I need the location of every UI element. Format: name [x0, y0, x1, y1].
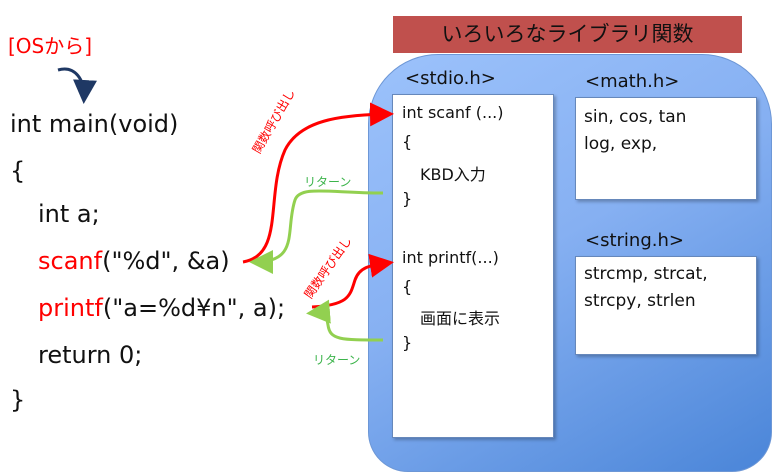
scanf-return-arrow [249, 189, 384, 274]
code-line-open-brace: { [10, 157, 26, 185]
code-line-decl: int a; [38, 200, 100, 228]
printf-args: ("a=%d¥n", a); [102, 294, 286, 322]
math-funcs-1: sin, cos, tan [584, 107, 687, 127]
library-banner: いろいろなライブラリ関数 [393, 16, 742, 53]
scanf-open: { [402, 132, 413, 151]
stdio-header: <stdio.h> [405, 68, 496, 89]
printf-return-arrow [306, 299, 384, 342]
printf-body: 画面に表示 [420, 309, 501, 328]
scanf-signature: int scanf (...) [402, 103, 504, 122]
printf-call: printf [38, 294, 103, 322]
code-line-printf: printf("a=%d¥n", a); [38, 294, 285, 322]
printf-signature: int printf(...) [402, 248, 499, 267]
code-line-main: int main(void) [10, 110, 179, 138]
code-line-close-brace: } [10, 386, 26, 414]
os-label: [OSから] [8, 34, 93, 58]
return-label-1: リターン [304, 175, 352, 189]
printf-close: } [402, 333, 413, 352]
scanf-close: } [402, 189, 413, 208]
os-entry-arrow [57, 67, 97, 104]
math-header: <math.h> [585, 71, 680, 92]
string-funcs-1: strcmp, strcat, [584, 264, 708, 284]
scanf-call: scanf [38, 247, 103, 275]
code-line-scanf: scanf("%d", &a) [38, 247, 230, 275]
string-box [575, 256, 757, 355]
scanf-call-arrow [242, 102, 394, 264]
code-line-return: return 0; [38, 341, 143, 369]
scanf-args: ("%d", &a) [102, 247, 230, 275]
printf-call-arrow [311, 253, 394, 309]
string-funcs-2: strcpy, strlen [584, 291, 696, 311]
scanf-body: KBD入力 [420, 165, 486, 184]
return-label-2: リターン [313, 353, 361, 367]
string-header: <string.h> [585, 230, 684, 251]
printf-open: { [402, 277, 413, 296]
math-box [575, 97, 757, 200]
math-funcs-2: log, exp, [584, 134, 658, 154]
